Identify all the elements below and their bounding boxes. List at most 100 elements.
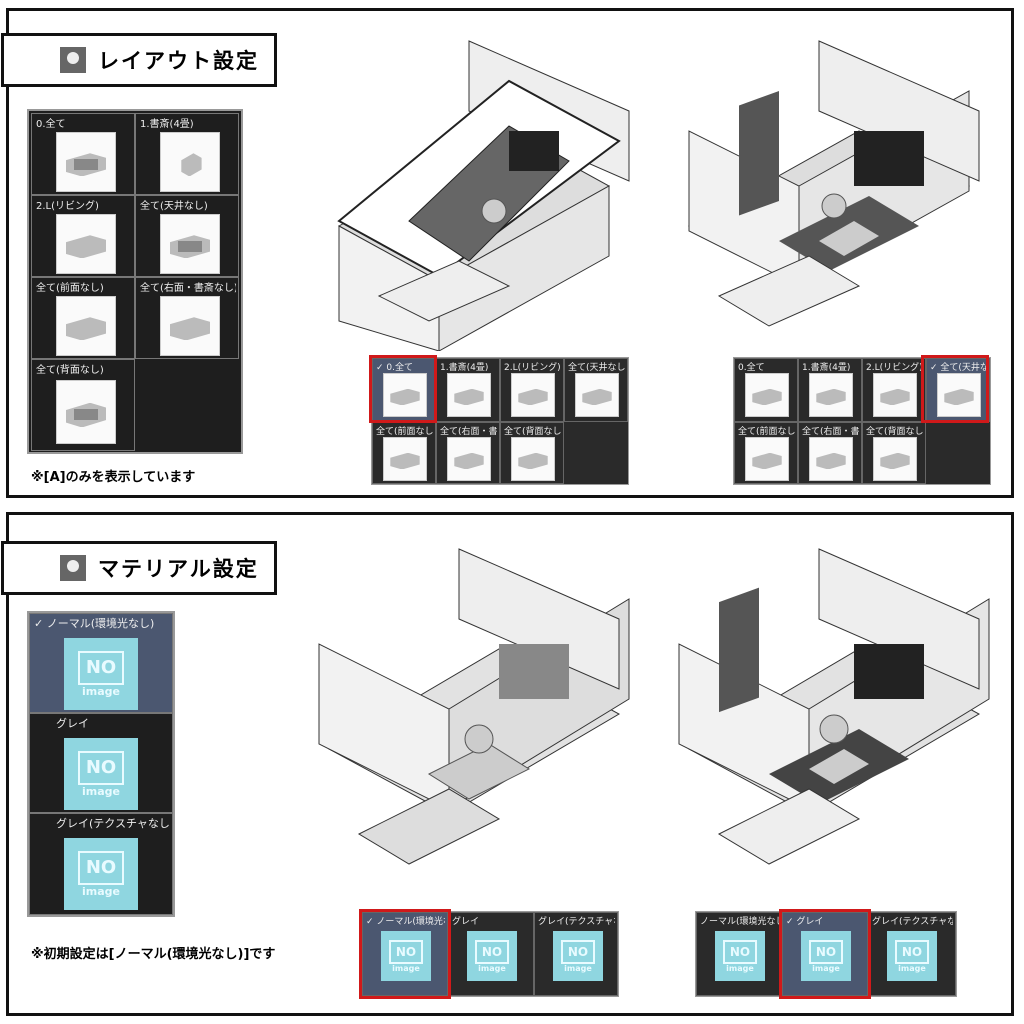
option-label: 全て(天井なし) xyxy=(930,360,987,373)
layout-grid-panel: 0.全て 1.書斎(4畳) 2.L(リビング) 全て(天井なし) 全て(前面なし… xyxy=(27,109,243,454)
layout-option-study[interactable]: 1.書斎(4畳) xyxy=(798,358,862,422)
no-image-caption: image xyxy=(478,963,506,973)
thumbnail xyxy=(160,214,220,274)
thumbnail xyxy=(56,380,116,444)
material-option-gray-no-texture[interactable]: グレイ(テクスチャなし) NO image xyxy=(534,912,618,996)
no-image-text: NO xyxy=(809,939,843,964)
layout-option-no-back[interactable]: 全て(背面なし) xyxy=(862,422,926,484)
thumbnail xyxy=(383,373,427,417)
option-label: 全て(右面・書斎なし) xyxy=(140,283,236,294)
material-option-normal[interactable]: ノーマル(環境光なし) NO image xyxy=(29,613,173,713)
option-label: 2.L(リビング) xyxy=(36,201,99,212)
material-panel-a: ノーマル(環境光なし) NO image グレイ NO image グレイ(テク… xyxy=(361,911,619,997)
layout-option-no-ceiling[interactable]: 全て(天井なし) xyxy=(135,195,239,277)
room-render-normal xyxy=(318,548,630,865)
thumbnail xyxy=(56,214,116,274)
material-option-gray-no-texture[interactable]: グレイ(テクスチャなし) NO image xyxy=(868,912,956,996)
material-settings-section: マテリアル設定 ノーマル(環境光なし) NO image グレイ NO imag… xyxy=(1,512,1014,1016)
layout-option-no-ceiling[interactable]: 全て(天井なし) xyxy=(926,358,990,422)
option-label: 全て(背面なし) xyxy=(36,365,104,376)
layout-option-no-front[interactable]: 全て(前面なし) xyxy=(734,422,798,484)
layout-title-tab: レイアウト設定 xyxy=(1,33,277,87)
thumbnail xyxy=(447,437,491,481)
selection-highlight xyxy=(359,909,451,999)
layout-option-living[interactable]: 2.L(リビング) xyxy=(862,358,926,422)
option-label: 全て(背面なし) xyxy=(504,427,561,437)
layout-option-no-front[interactable]: 全て(前面なし) xyxy=(372,422,436,484)
layout-option-all[interactable]: 0.全て xyxy=(734,358,798,422)
material-panel-b: ノーマル(環境光なし) NO image グレイ NO image グレイ(テク… xyxy=(695,911,957,997)
no-image-text: NO xyxy=(389,939,423,964)
no-image-caption: image xyxy=(82,784,120,798)
material-option-gray[interactable]: グレイ NO image xyxy=(29,713,173,813)
material-list-panel: ノーマル(環境光なし) NO image グレイ NO image グレイ(テク… xyxy=(27,611,175,917)
option-label: グレイ(テクスチャなし) xyxy=(56,817,170,830)
layout-option-living[interactable]: 2.L(リビング) xyxy=(500,358,564,422)
layout-option-no-right-study[interactable]: 全て(右面・書斎 xyxy=(798,422,862,484)
selection-highlight xyxy=(921,355,989,423)
room-render-gray xyxy=(678,548,990,865)
layout-option-no-back[interactable]: 全て(背面なし) xyxy=(31,359,135,451)
option-label: グレイ(テクスチャなし) xyxy=(872,917,953,927)
thumbnail xyxy=(160,296,220,356)
no-image-text: NO xyxy=(723,939,757,964)
layout-option-all[interactable]: 0.全て xyxy=(372,358,436,422)
option-label: グレイ(テクスチャなし) xyxy=(538,917,615,927)
option-label: 0.全て xyxy=(738,363,765,373)
no-image-caption: image xyxy=(82,684,120,698)
option-label: 1.書斎(4畳) xyxy=(140,119,194,130)
room-render-b xyxy=(687,40,980,327)
selection-highlight xyxy=(369,355,437,423)
no-image-text: NO xyxy=(895,939,929,964)
layout-option-no-back[interactable]: 全て(背面なし) xyxy=(500,422,564,484)
material-option-gray[interactable]: グレイ NO image xyxy=(782,912,868,996)
material-option-normal[interactable]: ノーマル(環境光なし) NO image xyxy=(696,912,782,996)
no-image-thumbnail: NO image xyxy=(381,931,431,981)
option-label: グレイ xyxy=(452,917,480,927)
option-label: グレイ xyxy=(786,914,865,927)
option-label: 0.全て xyxy=(376,360,433,373)
no-image-caption: image xyxy=(82,884,120,898)
no-image-caption: image xyxy=(726,963,754,973)
no-image-thumbnail: NO image xyxy=(887,931,937,981)
thumbnail xyxy=(383,437,427,481)
layout-option-no-right-study[interactable]: 全て(右面・書斎 xyxy=(436,422,500,484)
thumbnail xyxy=(160,132,220,192)
material-option-gray-no-texture[interactable]: グレイ(テクスチャなし) NO image xyxy=(29,813,173,915)
no-image-thumbnail: NO image xyxy=(64,738,138,810)
no-image-thumbnail: NO image xyxy=(553,931,603,981)
layout-option-study[interactable]: 1.書斎(4畳) xyxy=(135,113,239,195)
no-image-text: NO xyxy=(561,939,595,964)
material-option-gray[interactable]: グレイ NO image xyxy=(448,912,534,996)
layout-option-study[interactable]: 1.書斎(4畳) xyxy=(436,358,500,422)
option-label: 全て(前面なし) xyxy=(36,283,104,294)
layout-option-all[interactable]: 0.全て xyxy=(31,113,135,195)
layout-option-no-ceiling[interactable]: 全て(天井なし) xyxy=(564,358,628,422)
no-image-thumbnail: NO image xyxy=(64,638,138,710)
layout-option-living[interactable]: 2.L(リビング) xyxy=(31,195,135,277)
option-label: 全て(前面なし) xyxy=(738,427,795,437)
option-label: ノーマル(環境光なし) xyxy=(366,914,445,927)
selection-highlight xyxy=(779,909,871,999)
option-label: 2.L(リビング) xyxy=(866,363,923,373)
thumbnail xyxy=(575,373,619,417)
material-title-tab: マテリアル設定 xyxy=(1,541,277,595)
no-image-thumbnail: NO image xyxy=(64,838,138,910)
no-image-text: NO xyxy=(475,939,509,964)
layout-title: レイアウト設定 xyxy=(98,49,259,73)
layout-option-no-front[interactable]: 全て(前面なし) xyxy=(31,277,135,359)
layout-option-no-right-study[interactable]: 全て(右面・書斎なし) xyxy=(135,277,239,359)
thumbnail xyxy=(745,437,789,481)
thumbnail xyxy=(511,437,555,481)
thumbnail xyxy=(511,373,555,417)
option-label: 全て(天井なし) xyxy=(140,201,208,212)
material-option-normal[interactable]: ノーマル(環境光なし) NO image xyxy=(362,912,448,996)
no-image-caption: image xyxy=(812,963,840,973)
thumbnail xyxy=(809,437,853,481)
layout-settings-section: レイアウト設定 0.全て 1.書斎(4畳) 2.L(リビング) 全て(天井なし)… xyxy=(1,8,1014,498)
option-label: 全て(右面・書斎 xyxy=(440,427,497,437)
thumbnail xyxy=(447,373,491,417)
thumbnail xyxy=(937,373,981,417)
no-image-thumbnail: NO image xyxy=(801,931,851,981)
thumbnail xyxy=(745,373,789,417)
